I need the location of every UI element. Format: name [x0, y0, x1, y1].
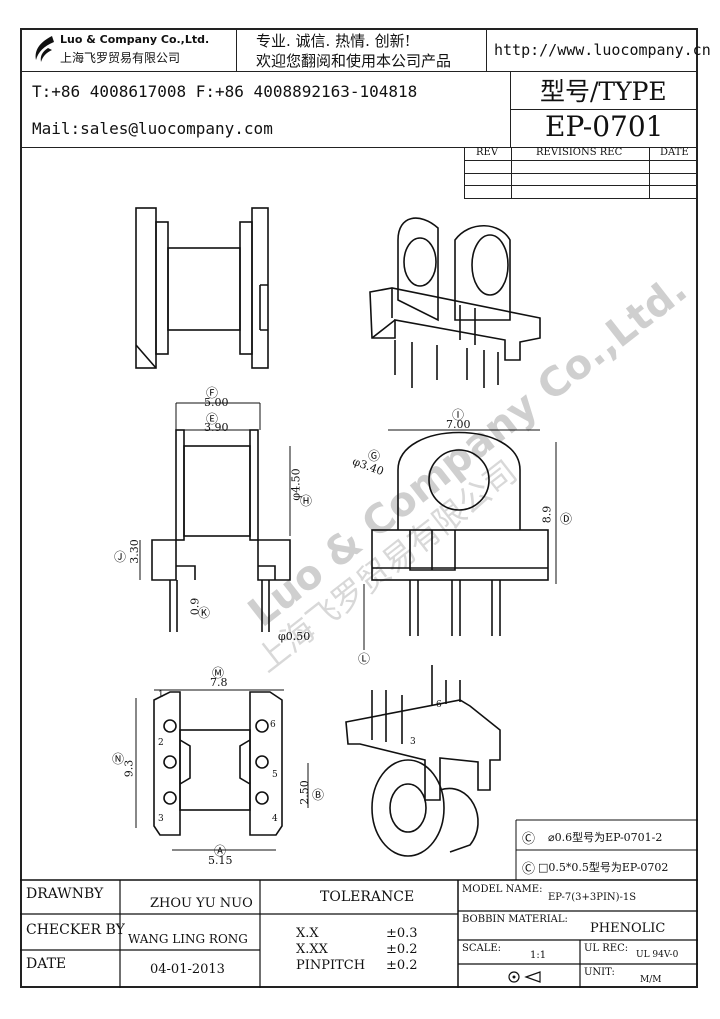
dim-m-marker: Ⓜ: [212, 666, 225, 680]
dim-f-value: 5.00: [204, 396, 229, 409]
model-number: EP-0701: [545, 110, 664, 143]
dim-a-value: 5.15: [208, 854, 233, 867]
checker-value: WANG LING RONG: [128, 932, 248, 946]
projection-symbol-icon: [506, 968, 546, 986]
note2-marker: Ⓒ: [522, 862, 536, 877]
rev-header: REV: [476, 147, 499, 158]
dim-b-marker: Ⓑ: [312, 788, 325, 802]
tol-key-1: X.X: [296, 926, 319, 941]
header-sep-2: [486, 28, 487, 71]
phone-fax: T:+86 4008617008 F:+86 4008892163-104818: [32, 82, 418, 101]
logo-swoosh-icon: [35, 36, 54, 62]
model-name-label: MODEL NAME:: [462, 884, 543, 895]
dim-i-marker: Ⓘ: [452, 408, 465, 422]
date-header: DATE: [660, 147, 689, 158]
welcome-text: 欢迎您翻阅和使用本公司产品: [256, 52, 452, 70]
note1-text: ⌀0.6型号为EP-0701-2: [548, 831, 663, 844]
iso-pin-label-3: 3: [410, 737, 416, 747]
pin-label-2: 2: [158, 738, 164, 748]
date-label: DATE: [26, 956, 67, 972]
header-sep-1: [236, 28, 237, 71]
dim-n-value: 9.3: [122, 759, 136, 778]
tol-val-2: ±0.2: [386, 942, 418, 957]
header-url-bottom: [486, 71, 698, 72]
type-divider: [510, 109, 698, 110]
note1-marker: Ⓒ: [522, 832, 536, 847]
tol-key-3: PINPITCH: [296, 958, 366, 973]
dim-a-marker: Ⓐ: [214, 844, 227, 858]
checker-label: CHECKER BY: [26, 922, 125, 938]
tol-key-2: X.XX: [296, 942, 328, 957]
header-bottom-line: [20, 147, 698, 148]
tolerance-label: TOLERANCE: [320, 889, 415, 905]
company-name-en: Luo & Company Co.,Ltd.: [60, 33, 210, 46]
tol-val-3: ±0.2: [386, 958, 418, 973]
dim-e-marker: Ⓔ: [206, 412, 219, 426]
bobbin-material-value: PHENOLIC: [590, 921, 666, 936]
pin-label-6: 6: [270, 720, 276, 730]
dim-e-value: 3.90: [204, 421, 229, 434]
mail-address[interactable]: Mail:sales@luocompany.com: [32, 119, 273, 138]
revisions-table: REV REVISIONS REC DATE: [464, 147, 698, 199]
unit-label: UNIT:: [584, 967, 615, 978]
tol-val-1: ±0.3: [386, 926, 418, 941]
header-divider: [20, 71, 510, 72]
dim-g-marker: Ⓖ: [368, 449, 381, 463]
dim-m-value: 7.8: [210, 676, 228, 689]
scale-value: 1:1: [530, 950, 547, 961]
dim-b-value: 2.50: [297, 780, 311, 805]
dim-j-marker: Ⓙ: [114, 550, 127, 564]
type-label: 型号/TYPE: [540, 77, 667, 106]
unit-value: M/M: [640, 975, 662, 985]
company-name-cn: 上海飞罗贸易有限公司: [60, 51, 181, 65]
drawing-frame: [20, 28, 698, 988]
bobbin-material-label: BOBBIN MATERIAL:: [462, 914, 568, 925]
dim-j-value: 3.30: [127, 539, 141, 564]
date-value: 04-01-2013: [150, 962, 225, 977]
pin-label-5: 5: [272, 770, 278, 780]
scale-label: SCALE:: [462, 943, 502, 954]
drawnby-label: DRAWNBY: [26, 886, 104, 902]
dim-d-marker: Ⓓ: [560, 512, 573, 526]
dim-n-marker: Ⓝ: [112, 752, 125, 766]
dim-h-marker: Ⓗ: [300, 494, 313, 508]
note2-text: □0.5*0.5型号为EP-0702: [538, 861, 669, 874]
dim-k-marker: Ⓚ: [198, 606, 211, 620]
company-slogan: 专业. 诚信. 热情. 创新!: [256, 32, 411, 50]
pin-label-1: 1: [158, 690, 164, 700]
iso-pin-label-6: 6: [436, 700, 442, 710]
dim-d-value: 8.9: [540, 505, 554, 524]
dim-f-marker: Ⓕ: [206, 386, 219, 400]
pin-label-4: 4: [272, 814, 278, 824]
ul-rec-value: UL 94V-0: [636, 950, 679, 960]
drawnby-value: ZHOU YU NUO: [150, 896, 253, 911]
revisions-rec-header: REVISIONS REC: [536, 147, 623, 158]
dim-c-value: φ0.50: [278, 630, 311, 643]
pin-label-3: 3: [158, 814, 164, 824]
dim-i-value: 7.00: [446, 418, 471, 431]
ul-rec-label: UL REC:: [584, 943, 629, 954]
model-name-value: EP-7(3+3PIN)-1S: [548, 892, 637, 903]
company-logo: [30, 34, 56, 64]
dim-l-marker: Ⓛ: [358, 652, 371, 666]
header-sep-3: [510, 71, 511, 147]
website-link[interactable]: http://www.luocompany.cn: [494, 41, 711, 59]
